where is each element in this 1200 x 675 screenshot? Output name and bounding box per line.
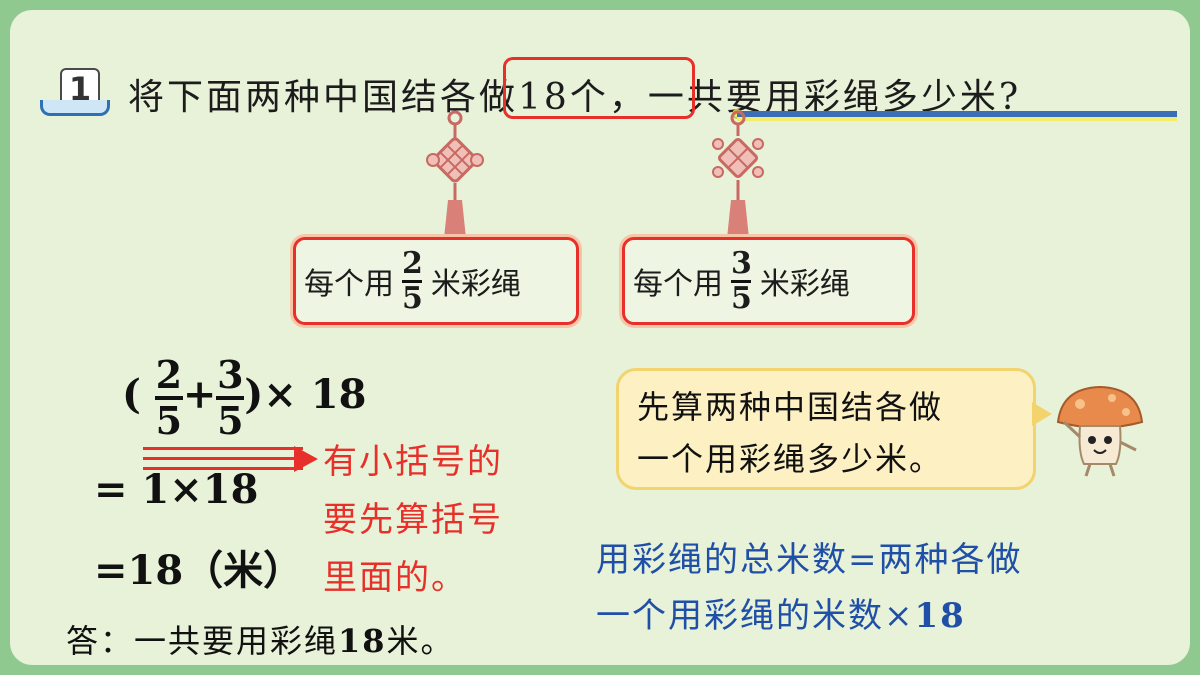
question-underline [737,111,1177,121]
answer-value: 18 [338,622,387,660]
highlight-box [503,57,695,119]
mushroom-mascot-icon [1056,385,1144,477]
bubble-line-2: 一个用彩绳多少米。 [637,440,944,478]
knot-1-label-after: 米彩绳 [430,267,521,302]
problem-number-badge: 1 [40,60,110,118]
knot-2-rope-label: 每个用 3 5 米彩绳 [622,237,915,325]
knot-1-label-before: 每个用 [304,267,394,302]
arrow-line-bottom [143,467,303,470]
formula-line-2-text: 一个用彩绳的米数× [596,596,915,636]
calc-step-3: =18（米） [94,547,304,594]
knot-1-fraction: 2 5 [402,245,423,316]
fraction-bar [216,396,245,400]
calc-frac1-den: 5 [155,398,183,443]
knot-1-denominator: 5 [402,280,423,316]
knot-2-denominator: 5 [731,280,752,316]
arrow-line-top [143,447,303,450]
book-icon [40,100,110,116]
bracket-rule-note: 有小括号的 要先算括号 里面的。 [323,433,503,607]
open-paren: ( [122,371,141,418]
hint-speech-bubble: 先算两种中国结各做 一个用彩绳多少米。 [616,368,1036,490]
formula-line-2-value: 18 [914,596,966,636]
bubble-line-1: 先算两种中国结各做 [637,388,944,426]
fraction-bar [154,396,183,400]
note-line-1: 有小括号的 [323,442,503,482]
knot-2-label-before: 每个用 [633,267,723,302]
calc-step-2: = 1×18 [94,466,259,513]
fraction-bar [402,279,423,283]
close-times: )× 18 [244,371,367,418]
fraction-bar [731,279,752,283]
note-line-3: 里面的。 [323,558,467,598]
calc-frac2-den: 5 [217,398,244,443]
knot-2-label-after: 米彩绳 [759,267,850,302]
formula-line-1: 用彩绳的总米数=两种各做 [596,540,1023,580]
answer-line: 答：一共要用彩绳18米。 [66,616,455,662]
slide: 1 将下面两种中国结各做18个，一共要用彩绳多少米? [10,10,1190,665]
knot-1-rope-label: 每个用 2 5 米彩绳 [293,237,579,325]
calc-fraction-1: 2 5 [154,352,183,443]
chinese-knot-icon [426,110,484,248]
calc-step-1: ( 2 5 + 3 5 )× 18 [122,356,366,440]
chinese-knot-icon [712,110,764,248]
bubble-tail [1032,402,1052,426]
formula-line-2: 一个用彩绳的米数×18 [596,588,1023,644]
arrow-line-middle [143,457,303,460]
problem-highlight: 各做18个 [440,77,609,118]
problem-text-before: 将下面两种中国结 [128,77,441,118]
knot-1-numerator: 2 [402,245,423,281]
calc-fraction-2: 3 5 [216,352,245,443]
note-line-2: 要先算括号 [323,500,503,540]
answer-label: 答：一共要用彩绳 [66,622,339,660]
plus-sign: + [182,371,217,418]
total-formula-note: 用彩绳的总米数=两种各做 一个用彩绳的米数×18 [596,532,1023,644]
answer-unit: 米。 [386,622,455,660]
knot-2-fraction: 3 5 [731,245,752,316]
calc-frac1-num: 2 [155,352,183,397]
arrow-head-icon [294,446,318,472]
calc-frac2-num: 3 [217,352,244,397]
knot-2-numerator: 3 [731,245,752,281]
